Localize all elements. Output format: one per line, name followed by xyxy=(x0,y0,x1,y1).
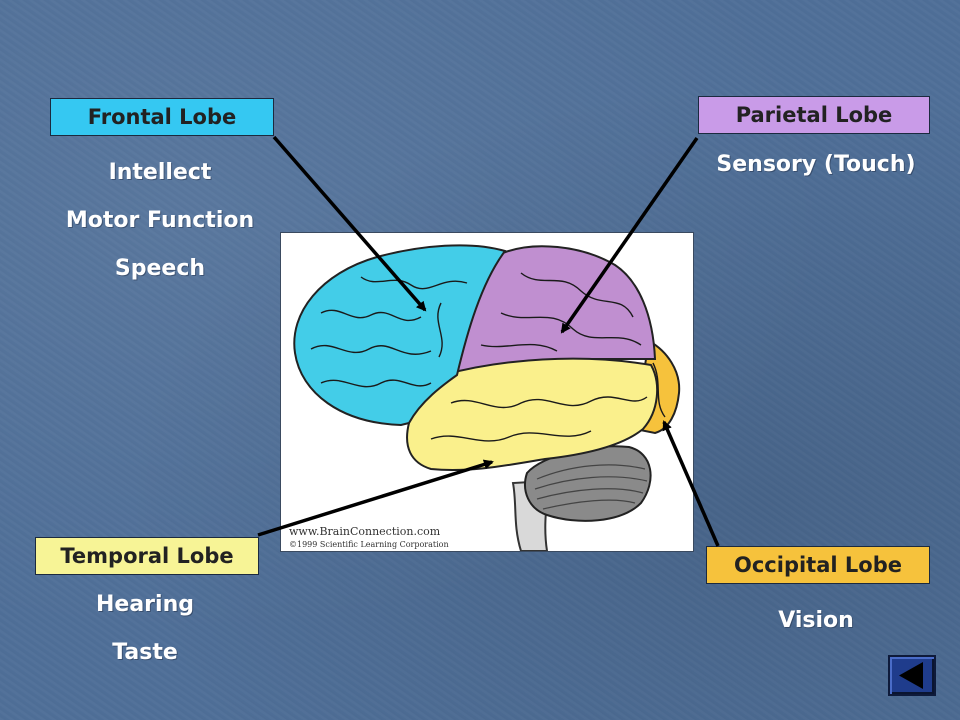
temporal-arrow xyxy=(257,459,494,537)
frontal-function-intellect: Intellect xyxy=(108,160,212,185)
occipital-lobe-label: Occipital Lobe xyxy=(706,546,930,584)
occipital-function-vision: Vision xyxy=(778,608,854,633)
temporal-region xyxy=(406,357,659,472)
temporal-function-hearing: Hearing xyxy=(96,592,194,617)
watermark-url: www.BrainConnection.com xyxy=(289,525,441,538)
brain-image: www.BrainConnection.com ©1999 Scientific… xyxy=(280,232,694,552)
temporal-function-taste: Taste xyxy=(112,640,178,665)
back-button[interactable] xyxy=(888,655,936,696)
brain-illustration: www.BrainConnection.com ©1999 Scientific… xyxy=(289,244,681,552)
back-triangle-icon xyxy=(899,662,923,689)
parietal-lobe-label: Parietal Lobe xyxy=(698,96,930,134)
frontal-function-motor: Motor Function xyxy=(65,208,255,233)
frontal-lobe-label: Frontal Lobe xyxy=(50,98,274,136)
frontal-region xyxy=(293,244,507,427)
watermark-copyright: ©1999 Scientific Learning Corporation xyxy=(289,540,449,549)
frontal-function-speech: Speech xyxy=(114,256,206,281)
parietal-arrow xyxy=(560,137,699,334)
frontal-arrow xyxy=(272,135,427,312)
parietal-function-sensory: Sensory (Touch) xyxy=(716,152,916,177)
brain-gyri xyxy=(310,272,666,442)
occipital-arrow xyxy=(662,420,720,547)
temporal-lobe-label: Temporal Lobe xyxy=(35,537,259,575)
